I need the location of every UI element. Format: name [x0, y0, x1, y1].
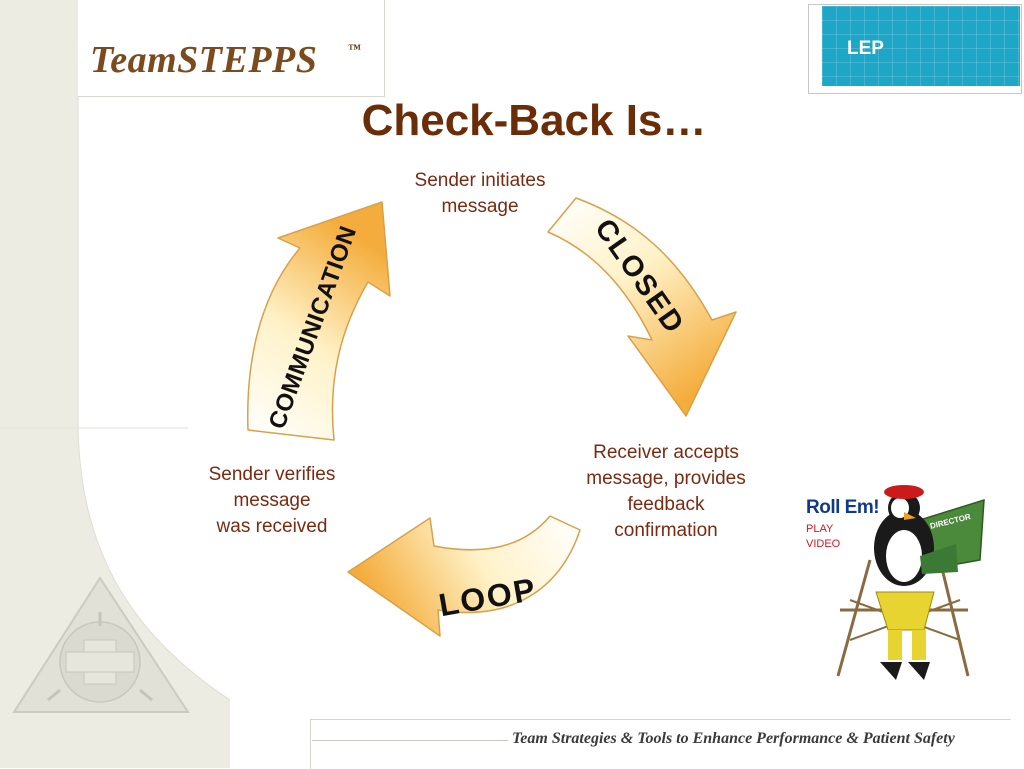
left-decorative-panel [0, 0, 230, 768]
play-video-label[interactable]: PLAY VIDEO [806, 522, 840, 552]
closed-arrow [547, 197, 737, 417]
step-line: Receiver accepts [593, 442, 739, 463]
slide-title: Check-Back Is… [361, 96, 707, 145]
roll-em-title: Roll Em! [806, 497, 880, 518]
communication-arrow [247, 201, 391, 441]
penguin-director-icon [874, 485, 958, 680]
step-line: Sender initiates [414, 170, 546, 191]
skills-triangle-icon [12, 576, 190, 713]
check-back-cycle-diagram: CLOSED LOOP COMMUNICATION [247, 197, 737, 637]
footer-rule [312, 740, 508, 741]
section-badge-label: LEP [847, 38, 884, 59]
step-line: was received [216, 516, 328, 537]
step-line: feedback [627, 494, 705, 515]
loop-arrow [347, 515, 581, 637]
play-video-line: PLAY [806, 523, 834, 535]
step-line: message [441, 196, 519, 217]
teamstepps-logo: TeamSTEPPS [90, 39, 318, 81]
section-badge [822, 6, 1020, 86]
trademark-symbol: ™ [348, 41, 361, 56]
step-line: message, provides [586, 468, 746, 489]
footer-tagline: Team Strategies & Tools to Enhance Perfo… [512, 730, 955, 747]
step-sender-verifies: Sender verifies message was received [176, 462, 368, 540]
step-line: confirmation [614, 520, 718, 541]
step-receiver-accepts: Receiver accepts message, provides feedb… [556, 440, 776, 544]
play-video-button[interactable]: DIRECTOR [800, 476, 992, 688]
logo-box [78, 0, 385, 97]
step-line: message [233, 490, 311, 511]
play-video-line: VIDEO [806, 538, 841, 550]
footer-frame [310, 719, 1011, 769]
step-sender-initiates: Sender initiates message [372, 168, 588, 220]
step-line: Sender verifies [208, 464, 336, 485]
